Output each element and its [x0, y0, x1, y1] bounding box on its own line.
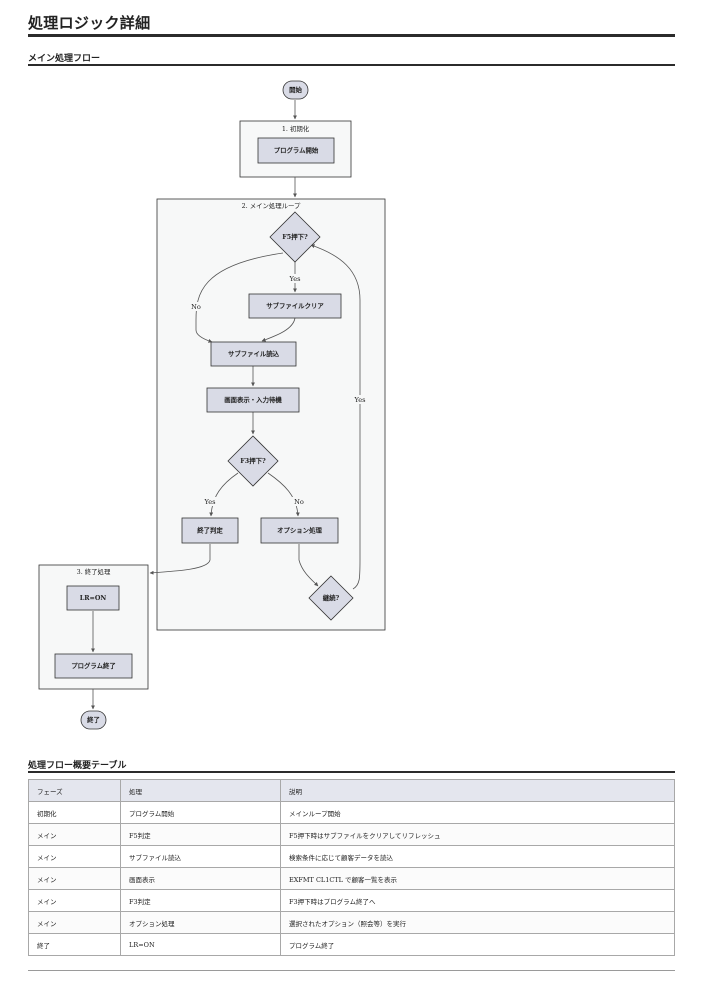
node-continue: 継続? — [308, 575, 354, 621]
table-row: メイン 画面表示 EXFMT CL1CTL で顧客一覧を表示 — [28, 867, 675, 890]
table-header-process: 処理 — [120, 779, 281, 802]
node-start: 開始 — [282, 80, 309, 100]
table-cell-description: F3押下時はプログラム終了へ — [280, 889, 675, 912]
flow-edges — [91, 100, 361, 710]
table-cell-description: 選択されたオプション（照会等）を実行 — [280, 911, 675, 934]
table-header-description: 説明 — [280, 779, 675, 802]
table-cell-description: EXFMT CL1CTL で顧客一覧を表示 — [280, 867, 675, 890]
table-row: 初期化 プログラム開始 メインループ開始 — [28, 801, 675, 824]
node-continue-label: 継続? — [323, 593, 340, 602]
table-row: メイン F3判定 F3押下時はプログラム終了へ — [28, 889, 675, 912]
table-cell-phase: メイン — [28, 823, 121, 846]
group-main-loop-label: 2. メイン処理ループ — [242, 201, 301, 210]
node-screen-wait-label: 画面表示・入力待機 — [224, 395, 282, 404]
node-end-label: 終了 — [87, 715, 100, 724]
edge-continue-yes — [310, 244, 361, 590]
edge-judge-end — [149, 544, 211, 575]
table-row: 終了 LR=ON プログラム終了 — [28, 933, 675, 956]
edge-option-continue — [298, 544, 319, 587]
footer-divider — [28, 970, 675, 971]
node-start-label: 開始 — [289, 85, 302, 94]
node-program-start: プログラム開始 — [257, 137, 335, 164]
table-cell-description: 検索条件に応じて顧客データを読込 — [280, 845, 675, 868]
node-subfile-clear: サブファイルクリア — [248, 293, 342, 319]
table-cell-process: 画面表示 — [120, 867, 281, 890]
table-header-phase: フェーズ — [28, 779, 121, 802]
flow-section-title: メイン処理フロー — [28, 54, 101, 64]
flow-section-divider — [28, 64, 675, 66]
node-end-judge: 終了判定 — [181, 517, 239, 544]
table-cell-description: メインループ開始 — [280, 801, 675, 824]
page-title: 処理ロジック詳細 — [28, 14, 151, 32]
node-f3-check: F3押下? — [227, 435, 279, 487]
node-option-proc: オプション処理 — [260, 517, 339, 544]
table-cell-process: サブファイル読込 — [120, 845, 281, 868]
edge-label-continue-yes: Yes — [353, 396, 366, 404]
table-section-title: 処理フロー概要テーブル — [28, 761, 127, 771]
group-init-label: 1. 初期化 — [282, 124, 310, 133]
edge-f5-no — [195, 252, 284, 343]
node-program-end: プログラム終了 — [54, 653, 133, 679]
node-program-end-label: プログラム終了 — [71, 661, 116, 670]
node-lr-on-label: LR=ON — [80, 594, 107, 602]
node-subfile-load: サブファイル読込 — [210, 341, 297, 367]
node-screen-wait: 画面表示・入力待機 — [206, 387, 300, 413]
table-cell-process: F5判定 — [120, 823, 281, 846]
node-option-proc-label: オプション処理 — [277, 526, 322, 535]
node-program-start-label: プログラム開始 — [274, 146, 319, 155]
table-cell-phase: メイン — [28, 867, 121, 890]
edge-label-f3-no: No — [294, 498, 304, 506]
table-cell-process: LR=ON — [120, 933, 281, 956]
node-end-judge-label: 終了判定 — [197, 526, 223, 535]
edge-label-f3-yes: Yes — [203, 498, 216, 506]
edge-f3-yes — [209, 472, 239, 517]
table-cell-phase: メイン — [28, 845, 121, 868]
node-f5-check: F5押下? — [269, 211, 321, 263]
edge-label-f5-yes: Yes — [288, 275, 301, 283]
flowchart-diagram: 1. 初期化 2. メイン処理ループ 3. 終了処理 — [38, 80, 386, 730]
table-row: メイン F5判定 F5押下時はサブファイルをクリアしてリフレッシュ — [28, 823, 675, 846]
title-divider — [28, 34, 675, 37]
group-end-label: 3. 終了処理 — [77, 567, 111, 576]
table-cell-description: F5押下時はサブファイルをクリアしてリフレッシュ — [280, 823, 675, 846]
node-f3-check-label: F3押下? — [240, 456, 266, 465]
node-subfile-clear-label: サブファイルクリア — [266, 301, 324, 310]
node-subfile-load-label: サブファイル読込 — [228, 349, 280, 358]
table-row: メイン オプション処理 選択されたオプション（照会等）を実行 — [28, 911, 675, 934]
edge-clear-load — [261, 317, 296, 342]
table-cell-phase: メイン — [28, 911, 121, 934]
table-cell-process: プログラム開始 — [120, 801, 281, 824]
node-end: 終了 — [80, 710, 107, 730]
edge-labels: Yes No Yes No Yes — [188, 274, 369, 506]
table-cell-phase: メイン — [28, 889, 121, 912]
table-cell-process: F3判定 — [120, 889, 281, 912]
node-lr-on: LR=ON — [66, 585, 120, 611]
table-cell-description: プログラム終了 — [280, 933, 675, 956]
group-main-loop: 2. メイン処理ループ — [156, 198, 386, 631]
table-cell-process: オプション処理 — [120, 911, 281, 934]
edge-label-f5-no: No — [191, 303, 201, 311]
table-header-row: フェーズ 処理 説明 — [28, 779, 675, 802]
edge-f3-no — [267, 472, 300, 517]
table-cell-phase: 終了 — [28, 933, 121, 956]
flow-overview-table: フェーズ 処理 説明 初期化 プログラム開始 メインループ開始 メイン F5判定… — [28, 779, 675, 956]
table-cell-phase: 初期化 — [28, 801, 121, 824]
table-section-divider — [28, 771, 675, 773]
node-f5-check-label: F5押下? — [282, 232, 308, 241]
table-row: メイン サブファイル読込 検索条件に応じて顧客データを読込 — [28, 845, 675, 868]
